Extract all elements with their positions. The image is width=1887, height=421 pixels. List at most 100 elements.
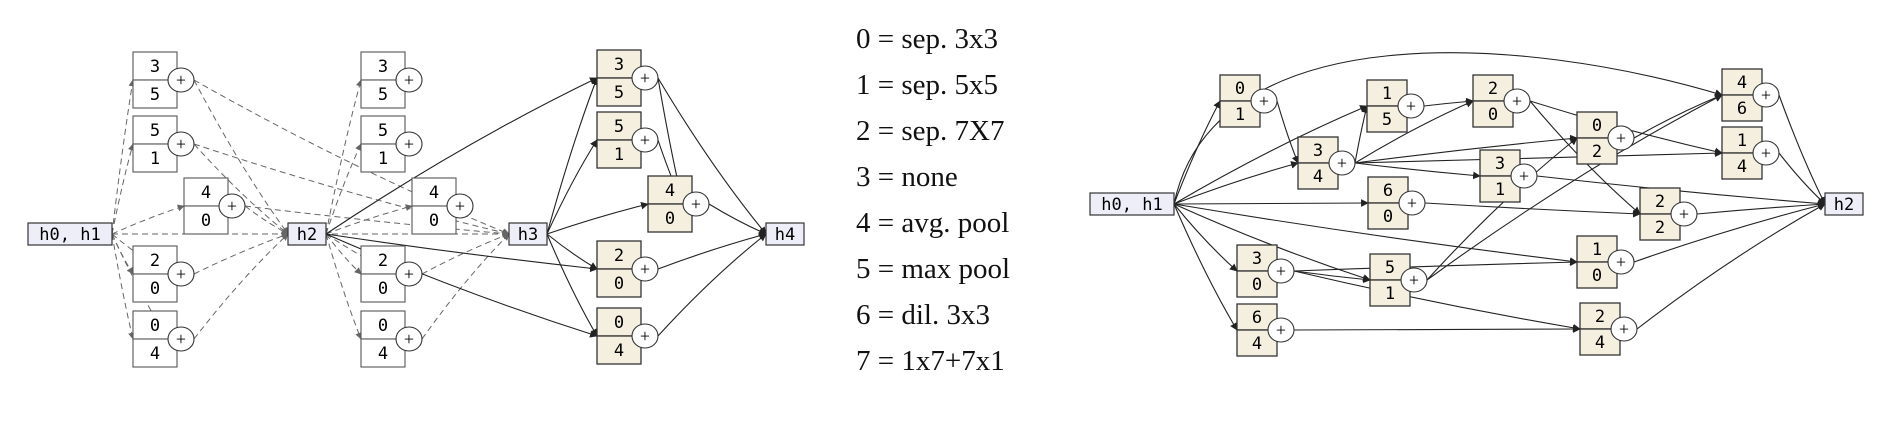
op-bottom-label: 1 xyxy=(1495,180,1505,200)
dashed-edge xyxy=(325,233,362,340)
op-top-label: 6 xyxy=(1252,308,1262,328)
solid-edge xyxy=(1173,105,1368,205)
op-bottom-label: 4 xyxy=(614,341,624,361)
add-node xyxy=(1267,258,1295,284)
op-bottom-cell xyxy=(1366,105,1408,133)
solid-edge xyxy=(546,139,598,235)
op-top-label: 2 xyxy=(1488,79,1498,99)
add-node xyxy=(1398,190,1426,216)
solid-edge xyxy=(657,77,767,235)
op-top-label: 3 xyxy=(1313,141,1323,161)
state-node: h2 xyxy=(287,222,327,246)
op-bottom-label: 4 xyxy=(1737,157,1747,177)
solid-edge xyxy=(1276,100,1299,164)
solid-edge xyxy=(1354,105,1370,164)
op-bottom-label: 4 xyxy=(1313,167,1323,187)
op-top-label: 1 xyxy=(1737,131,1747,151)
op-bottom-label: 4 xyxy=(1252,334,1262,354)
op-top-label: 4 xyxy=(1737,73,1747,93)
op-bottom-label: 2 xyxy=(1655,218,1665,238)
op-bottom-label: 0 xyxy=(1592,266,1602,286)
op-top-label: 5 xyxy=(614,117,624,137)
solid-edge xyxy=(1636,203,1826,330)
op-bottom-label: 5 xyxy=(150,85,160,105)
dashed-edge xyxy=(325,233,362,275)
operation-pair: 22+ xyxy=(1639,187,1698,241)
operation-pair: 35+ xyxy=(360,51,423,109)
dashed-edge xyxy=(325,204,413,235)
state-node-box xyxy=(1089,192,1175,216)
plus-symbol: + xyxy=(1276,320,1286,340)
add-node xyxy=(446,193,474,219)
solid-edge xyxy=(1173,199,1369,207)
op-bottom-cell xyxy=(360,273,406,303)
solid-edge xyxy=(657,233,767,337)
operation-pair: 35+ xyxy=(596,49,659,107)
op-bottom-label: 1 xyxy=(150,149,160,169)
solid-edge xyxy=(657,232,767,270)
add-node xyxy=(1610,316,1638,342)
state-node-label: h0, h1 xyxy=(39,225,100,245)
legend-entry: 7 = 1x7+7x1 xyxy=(856,345,1005,377)
op-bottom-label: 4 xyxy=(378,344,388,364)
plus-symbol: + xyxy=(1761,143,1771,163)
legend-entry: 6 = dil. 3x3 xyxy=(856,299,990,331)
op-bottom-label: 4 xyxy=(1595,333,1605,353)
legend-entry: 0 = sep. 3x3 xyxy=(856,23,998,55)
plus-symbol: + xyxy=(404,70,414,90)
dashed-edge xyxy=(111,204,185,235)
plus-symbol: + xyxy=(1409,270,1419,290)
solid-edge xyxy=(1354,149,1723,164)
operation-pair: 34+ xyxy=(1297,136,1356,190)
state-node-box xyxy=(765,222,805,246)
op-bottom-cell xyxy=(1576,137,1618,165)
op-bottom-label: 0 xyxy=(665,209,675,229)
plus-symbol: + xyxy=(1616,252,1626,272)
solid-edge xyxy=(1173,161,1299,205)
op-bottom-label: 1 xyxy=(1235,105,1245,125)
add-node xyxy=(167,67,195,93)
add-node xyxy=(395,131,423,157)
op-top-cell xyxy=(596,49,642,79)
add-node xyxy=(167,261,195,287)
dashed-edge xyxy=(193,143,289,235)
operation-pair: 02+ xyxy=(1576,111,1635,165)
op-bottom-label: 0 xyxy=(378,279,388,299)
solid-edge xyxy=(708,203,767,235)
add-node xyxy=(167,326,195,352)
plus-symbol: + xyxy=(176,264,186,284)
add-node xyxy=(1752,82,1780,108)
operation-pair: 20+ xyxy=(596,240,659,298)
plus-symbol: + xyxy=(1407,193,1417,213)
plus-symbol: + xyxy=(227,196,237,216)
add-node xyxy=(1670,201,1698,227)
op-top-label: 0 xyxy=(614,313,624,333)
dashed-edge xyxy=(111,233,135,340)
operation-pair: 1 4 + xyxy=(1721,126,1780,180)
operation-pair: 51+ xyxy=(132,115,195,173)
op-bottom-label: 0 xyxy=(150,279,160,299)
dashed-edge xyxy=(111,143,135,235)
op-top-label: 0 xyxy=(1235,79,1245,99)
add-node xyxy=(167,131,195,157)
add-node xyxy=(1250,88,1278,114)
dashed-edge xyxy=(325,143,362,235)
dashed-edge xyxy=(421,233,510,340)
solid-edge xyxy=(1173,100,1221,205)
add-node xyxy=(1328,150,1356,176)
state-node: h2 xyxy=(1824,192,1864,216)
add-node xyxy=(682,191,710,217)
op-bottom-label: 5 xyxy=(1382,110,1392,130)
solid-edge xyxy=(1173,203,1238,272)
operation-pair: 0 4 + xyxy=(596,307,659,365)
op-top-label: 3 xyxy=(1495,154,1505,174)
add-node xyxy=(218,193,246,219)
op-bottom-label: 1 xyxy=(378,149,388,169)
plus-symbol: + xyxy=(640,326,650,346)
operation-pair: 40+ xyxy=(647,175,710,233)
op-top-label: 6 xyxy=(1383,181,1393,201)
solid-edge xyxy=(1633,201,1826,263)
add-node xyxy=(1400,267,1428,293)
solid-edge xyxy=(325,233,598,273)
